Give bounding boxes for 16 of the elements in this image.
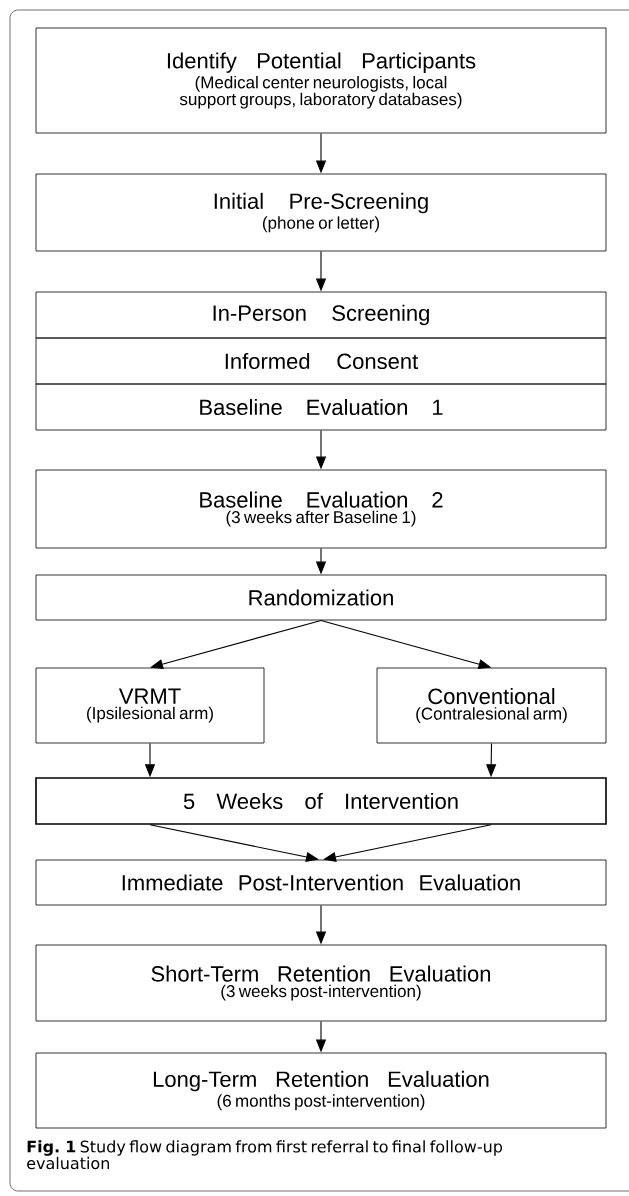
process-box: Immediate Post-Intervention Evaluation [35, 859, 607, 906]
arrow [150, 619, 322, 670]
process-box: Identify Potential Participants (Medical center neurologists, local support groups, laboratory databases) [35, 27, 607, 134]
process-box: Informed Consent [35, 337, 607, 385]
caption: Fig. 1 Study flow diagram from first referral to final follow-up evaluation [27, 1140, 503, 1170]
process-box: Short-Term Retention Evaluation (3 weeks post-intervention) [35, 944, 607, 1022]
process-box: Initial Pre-Screening (phone or letter) [35, 173, 607, 252]
arrow [323, 824, 492, 863]
process-box: VRMT (Ipsilesional arm) [35, 667, 265, 744]
process-box: Conventional (Contralesional arm) [376, 667, 607, 744]
process-box: Baseline Evaluation 2 (3 weeks after Baseline 1) [35, 469, 607, 549]
process-box: In-Person Screening [35, 291, 607, 339]
process-box: 5 Weeks of Intervention [35, 777, 607, 825]
process-box: Long-Term Retention Evaluation (6 months post-intervention) [35, 1052, 607, 1129]
process-box: Baseline Evaluation 1 [35, 383, 607, 431]
process-box: Randomization [35, 574, 607, 621]
